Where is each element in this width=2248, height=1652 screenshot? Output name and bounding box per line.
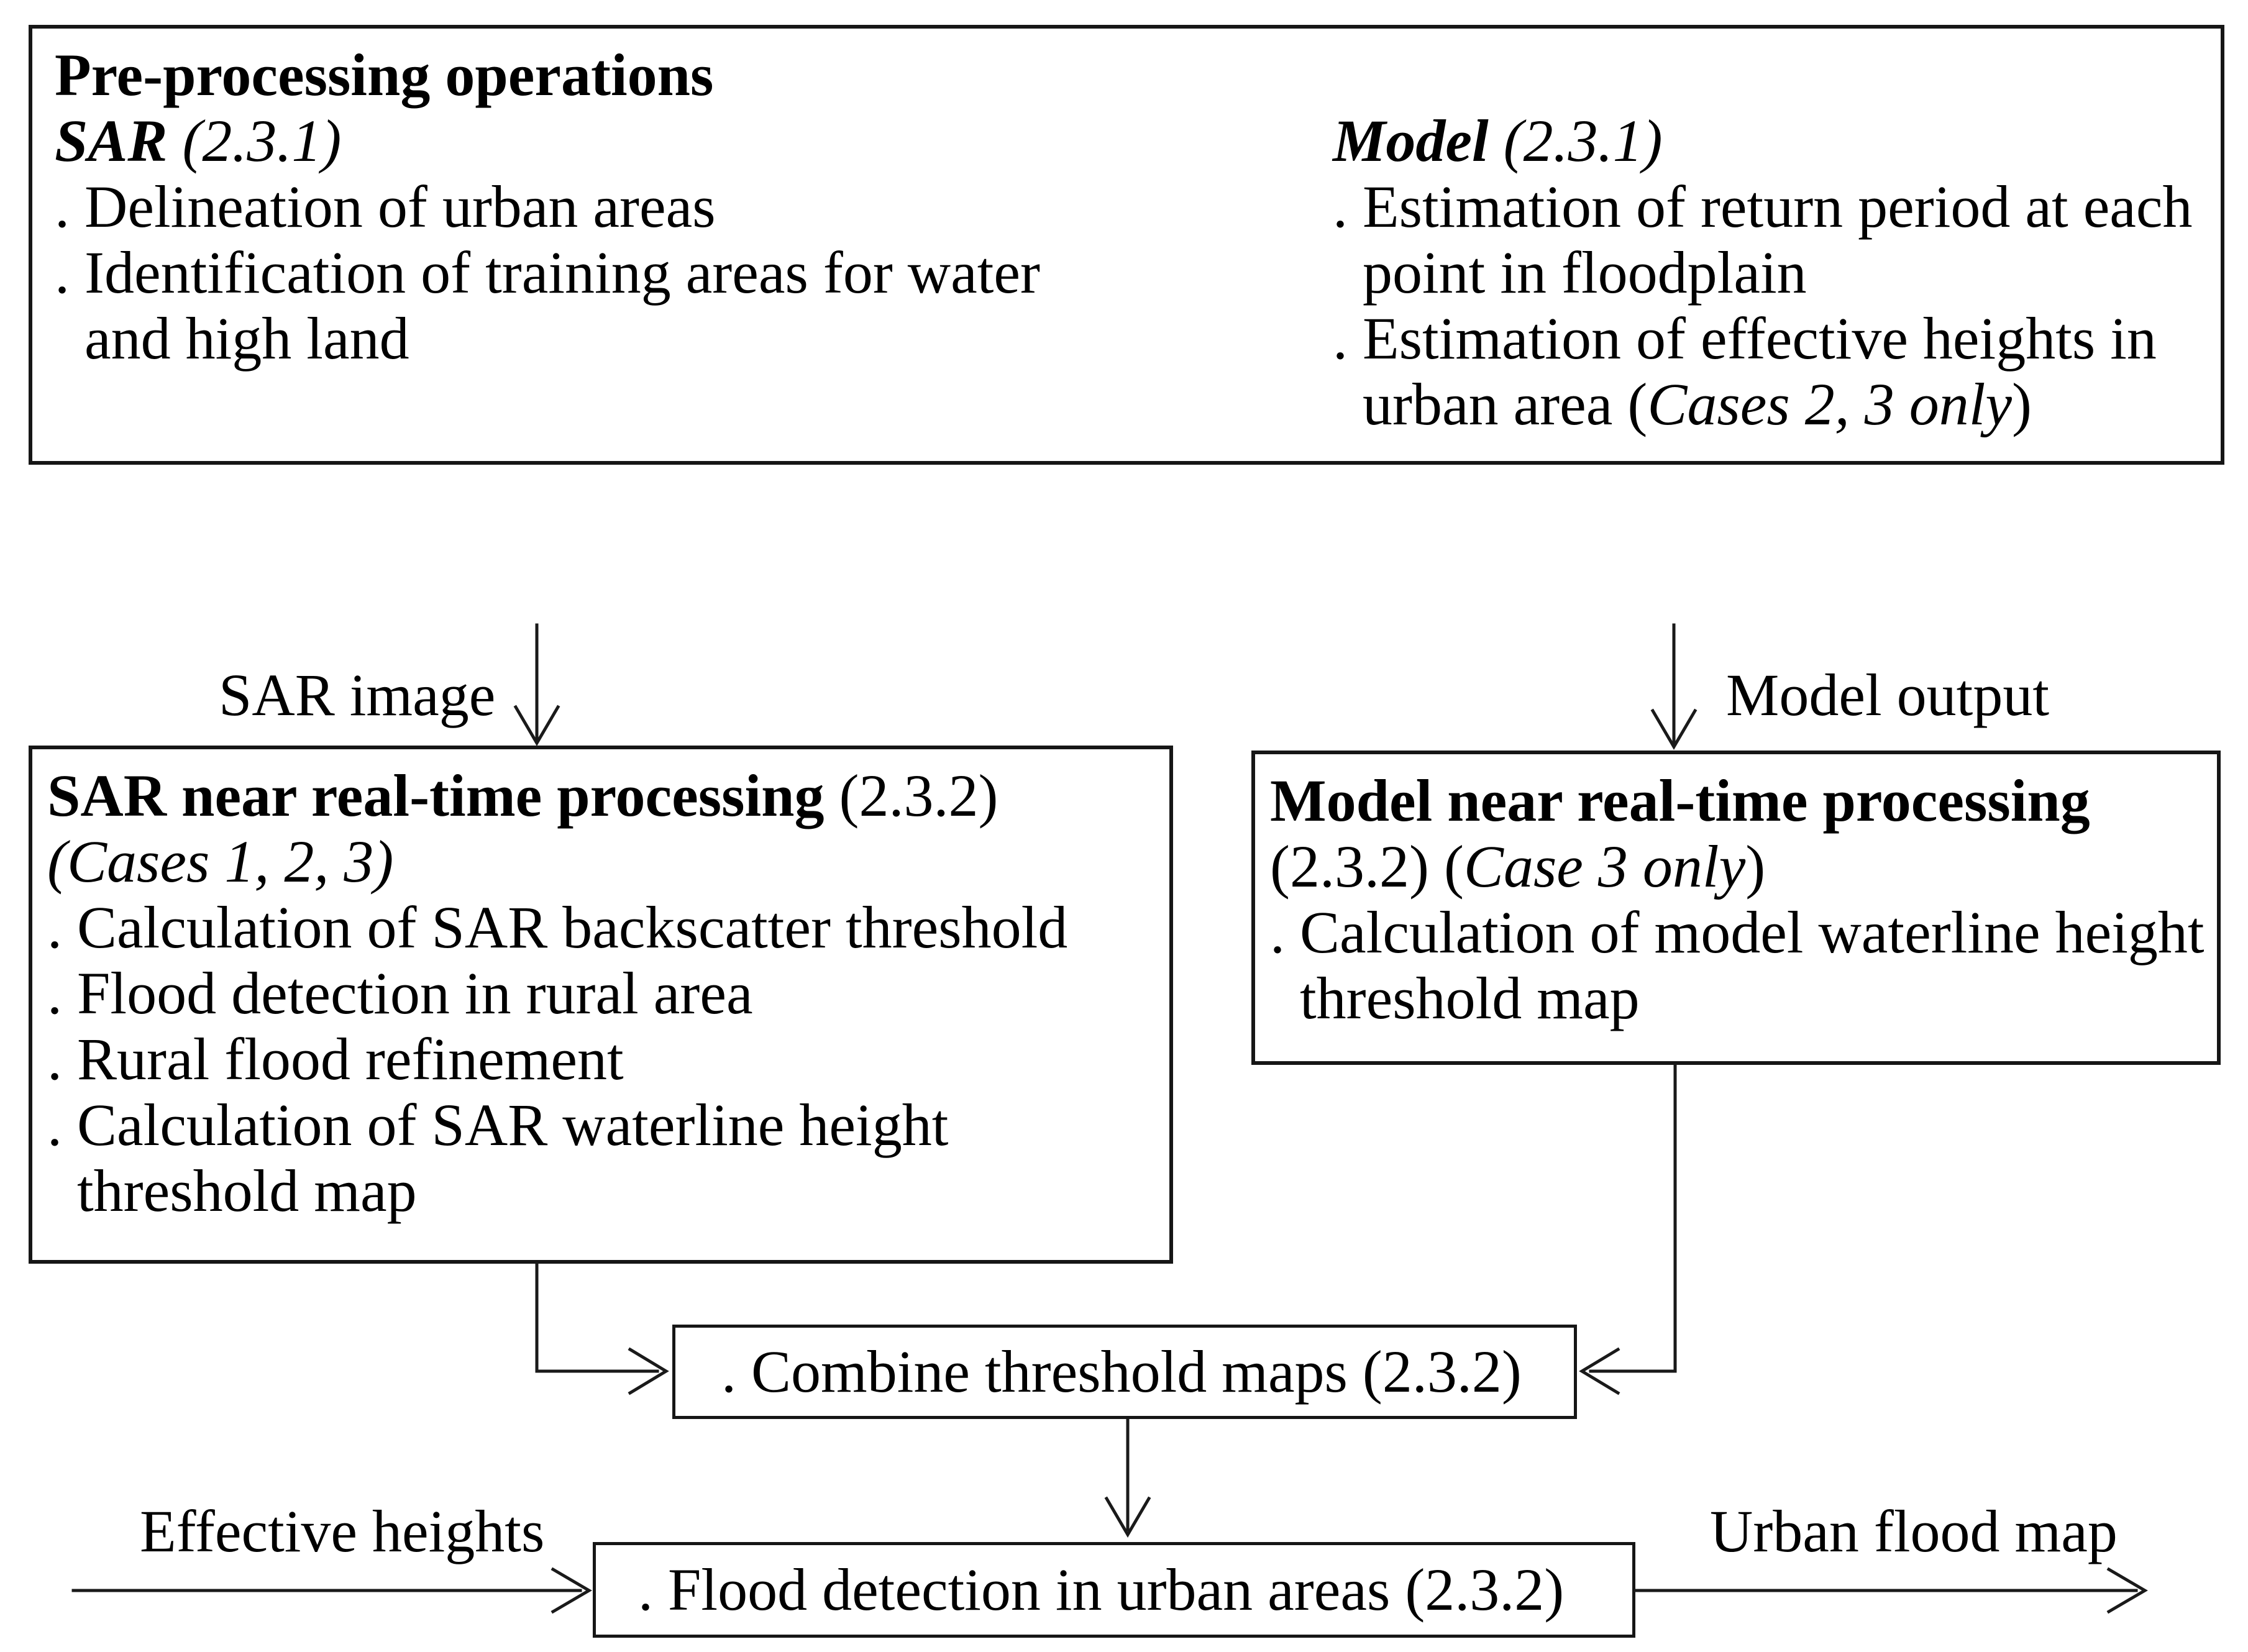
text-line: . Calculation of model waterline height: [1270, 900, 2205, 965]
text-line: (2.3.2) (Case 3 only): [1270, 834, 2205, 900]
text-run: ): [1745, 833, 1766, 900]
text-line: point in floodplain: [1333, 240, 2193, 306]
model-output-label: Model output: [1726, 662, 2049, 728]
text-run: Case 3 only: [1463, 833, 1746, 900]
text-run: . Calculation of SAR waterline height: [47, 1092, 949, 1158]
text-run: urban area (: [1363, 371, 1648, 437]
preprocessing-model-column: Model (2.3.1). Estimation of return peri…: [1333, 42, 2193, 437]
model-processing-text: Model near real-time processing(2.3.2) (…: [1270, 768, 2205, 1031]
text-line: . Flood detection in urban areas (2.3.2): [638, 1557, 1564, 1623]
text-run: ): [2011, 371, 2032, 437]
text-run: (Cases 1, 2, 3): [47, 828, 394, 895]
text-run: . Flood detection in urban areas (2.3.2): [638, 1556, 1565, 1623]
text-run: point in floodplain: [1363, 239, 1807, 306]
sar-processing-text: SAR near real-time processing (2.3.2)(Ca…: [47, 763, 1067, 1224]
text-run: and high land: [85, 305, 409, 372]
text-run: (2.3.1): [167, 107, 342, 174]
text-line: and high land: [55, 306, 1040, 372]
text-line: threshold map: [1270, 965, 2205, 1031]
combine-threshold-text: . Combine threshold maps (2.3.2): [721, 1339, 1522, 1405]
urban-flood-map-arrow: [1633, 1567, 2148, 1614]
text-line: . Flood detection in rural area: [47, 961, 1067, 1026]
effective-heights-label: Effective heights: [140, 1498, 545, 1564]
urban-flood-detection-box: . Flood detection in urban areas (2.3.2): [593, 1542, 1635, 1638]
text-run: . Flood detection in rural area: [47, 960, 753, 1026]
text-run: (2.3.2) (: [1270, 833, 1464, 900]
text-run: threshold map: [77, 1157, 417, 1224]
sar-image-down-arrow: [513, 623, 560, 746]
text-line: . Combine threshold maps (2.3.2): [721, 1339, 1522, 1405]
sar-processing-box: SAR near real-time processing (2.3.2)(Ca…: [29, 746, 1173, 1264]
text-line: (Cases 1, 2, 3): [47, 829, 1067, 895]
text-line: SAR near real-time processing (2.3.2): [47, 763, 1067, 829]
text-run: . Rural flood refinement: [47, 1026, 624, 1092]
text-run: . Delineation of urban areas: [55, 173, 716, 240]
text-line: Pre-processing operations: [55, 42, 1040, 108]
model-to-combine-connector-arrow: [1579, 1063, 1677, 1395]
text-line: Model (2.3.1): [1333, 108, 2193, 174]
text-run: . Identification of training areas for w…: [55, 239, 1040, 306]
text-line: Model near real-time processing: [1270, 768, 2205, 834]
combine-threshold-box: . Combine threshold maps (2.3.2): [672, 1325, 1577, 1419]
text-line: . Rural flood refinement: [47, 1026, 1067, 1092]
text-line: . Calculation of SAR backscatter thresho…: [47, 895, 1067, 961]
text-run: Pre-processing operations: [55, 42, 714, 108]
text-run: (2.3.1): [1488, 107, 1663, 174]
urban-flood-detection-text: . Flood detection in urban areas (2.3.2): [638, 1557, 1564, 1623]
text-line: urban area (Cases 2, 3 only): [1333, 372, 2193, 437]
text-line: . Delineation of urban areas: [55, 174, 1040, 240]
model-processing-box: Model near real-time processing(2.3.2) (…: [1251, 751, 2221, 1065]
sar-to-combine-connector-arrow: [535, 1262, 669, 1395]
text-run: Cases 2, 3 only: [1647, 371, 2012, 437]
text-line: [1333, 42, 2193, 108]
text-line: SAR (2.3.1): [55, 108, 1040, 174]
text-run: Model near real-time processing: [1270, 767, 2090, 834]
combine-to-flood-arrow: [1104, 1418, 1151, 1538]
text-line: . Estimation of return period at each: [1333, 174, 2193, 240]
text-run: Model: [1333, 107, 1489, 174]
text-run: SAR: [55, 107, 168, 174]
text-run: . Estimation of return period at each: [1333, 173, 2193, 240]
text-line: . Calculation of SAR waterline height: [47, 1092, 1067, 1158]
text-run: . Calculation of model waterline height: [1270, 899, 2205, 965]
text-run: . Estimation of effective heights in: [1333, 305, 2157, 372]
text-run: . Combine threshold maps (2.3.2): [721, 1338, 1522, 1405]
model-output-down-arrow: [1650, 623, 1697, 750]
urban-flood-map-label: Urban flood map: [1710, 1498, 2118, 1564]
text-run: threshold map: [1300, 965, 1640, 1031]
text-run: SAR near real-time processing: [47, 762, 825, 829]
text-run: (2.3.2): [824, 762, 998, 829]
text-line: . Estimation of effective heights in: [1333, 306, 2193, 372]
text-run: . Calculation of SAR backscatter thresho…: [47, 894, 1068, 961]
effective-heights-arrow: [71, 1567, 592, 1614]
text-line: . Identification of training areas for w…: [55, 240, 1040, 306]
sar-image-label: SAR image: [219, 662, 496, 728]
text-line: threshold map: [47, 1158, 1067, 1224]
